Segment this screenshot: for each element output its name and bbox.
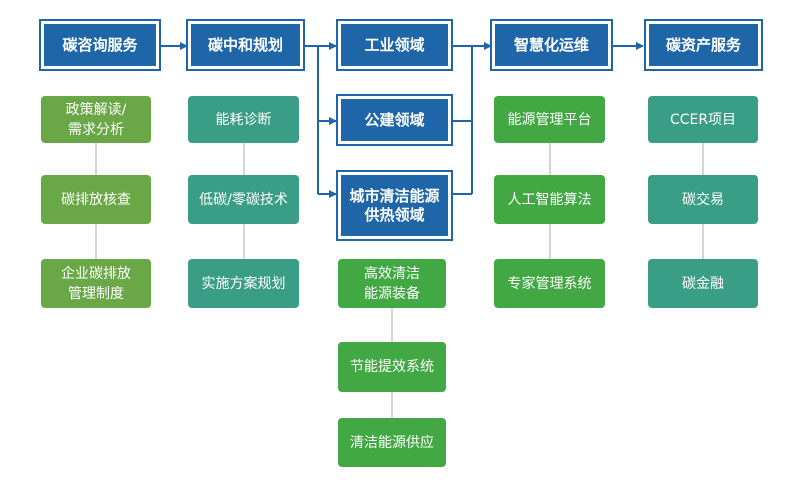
asset-item: 碳交易 [648,175,758,224]
planning-item: 能耗诊断 [188,96,299,143]
operations-item: 能源管理平台 [494,96,605,143]
asset-item: CCER项目 [648,96,758,143]
header-smart-operations: 智慧化运维 [490,19,613,71]
planning-item: 实施方案规划 [188,259,299,308]
header-public-building-sector: 公建领域 [336,94,453,146]
operations-item: 专家管理系统 [494,259,605,308]
sector-item: 清洁能源供应 [338,418,446,467]
sector-item: 高效清洁 能源装备 [338,259,446,308]
header-industrial-sector: 工业领域 [336,19,453,71]
header-carbon-neutral-planning: 碳中和规划 [186,19,305,71]
operations-item: 人工智能算法 [494,175,605,224]
consulting-item: 企业碳排放 管理制度 [41,259,151,308]
consulting-item: 政策解读/ 需求分析 [41,96,151,143]
planning-item: 低碳/零碳技术 [188,175,299,224]
header-urban-clean-energy-heating: 城市清洁能源 供热领域 [336,170,453,241]
sector-item: 节能提效系统 [338,342,446,392]
header-carbon-consulting: 碳咨询服务 [39,19,161,71]
consulting-item: 碳排放核查 [41,175,151,224]
header-carbon-asset-services: 碳资产服务 [644,19,763,71]
asset-item: 碳金融 [648,259,758,308]
